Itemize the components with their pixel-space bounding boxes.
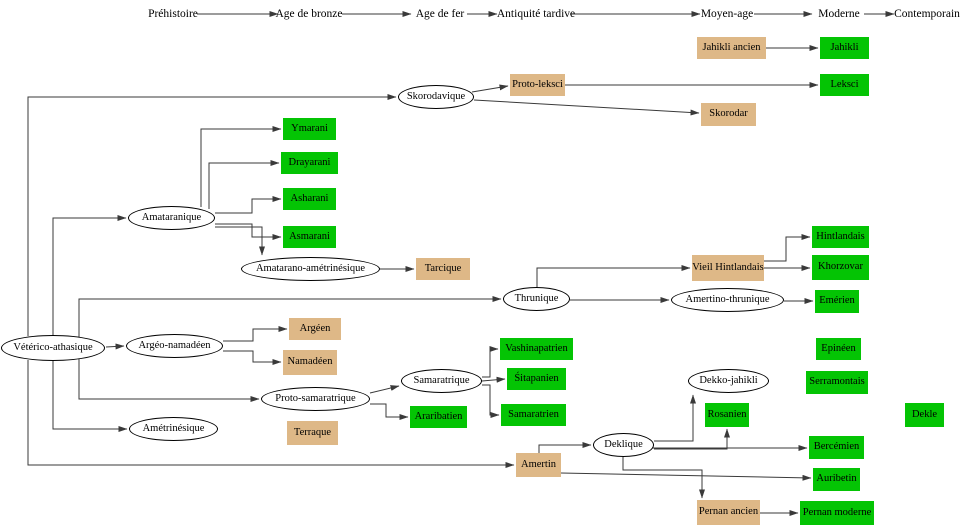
node-tarcique: Tarcique — [416, 258, 470, 280]
node-ymarani: Ymarani — [283, 118, 336, 140]
node-jahikli: Jahikli — [820, 37, 869, 59]
node-argeen: Argéen — [289, 318, 341, 340]
era-label-3: Antiquité tardive — [496, 8, 576, 20]
node-asharani: Asharani — [283, 188, 336, 210]
edge-amataranique-to-drayarani — [208, 160, 280, 209]
node-skorodar: Skorodar — [701, 103, 756, 126]
edge-deklique-to-dekko-jahikli — [654, 394, 696, 442]
node-araribatien: Araribatien — [410, 406, 467, 428]
node-vashinapatrien: Vashinapatrien — [500, 338, 573, 360]
node-pernan-moderne: Pernan moderne — [800, 501, 874, 525]
edge-amataranique-to-asmarani — [215, 223, 282, 240]
era-label-0: Préhistoire — [148, 8, 198, 20]
node-samaratrique: Samaratrique — [401, 369, 482, 393]
edge-deklique-to-rosanien — [654, 428, 730, 450]
node-leksci: Leksci — [820, 74, 869, 96]
node-drayarani: Drayarani — [281, 152, 338, 174]
node-veterico-athasique: Vétérico-athasique — [1, 335, 105, 361]
edge-amataranique-to-amatarano-ametrinesique — [215, 226, 265, 256]
node-rosanien: Rosanien — [705, 403, 749, 427]
node-skorodavique: Skorodavique — [398, 85, 474, 109]
node-deklique: Deklique — [593, 433, 654, 457]
era-label-4: Moyen-age — [700, 8, 754, 20]
edge-vieil-hintlandais-to-hintlandais — [764, 234, 811, 262]
node-terraque: Terraque — [287, 421, 338, 445]
era-label-2: Age de fer — [415, 8, 465, 20]
edge-amertin-to-auribetin — [560, 472, 812, 481]
edge-samaratrique-to-vashinapatrien — [482, 346, 499, 378]
node-hintlandais: Hintlandais — [812, 226, 869, 248]
edge-samaratrique-to-samaratrien — [482, 384, 500, 418]
edge-veterico-athasique-to-amertin — [27, 360, 515, 468]
era-label-6: Contemporain — [894, 8, 960, 20]
edge-skorodavique-to-proto-leksci — [471, 84, 509, 93]
edge-samaratrique-to-sitapanien — [481, 376, 506, 383]
era-label-1: Age de bronze — [275, 8, 343, 20]
edge-veterico-athasique-to-ametrinesique — [52, 359, 128, 432]
edge-amataranique-to-asharani — [215, 196, 282, 214]
node-auribetin: Auribetin — [813, 468, 860, 491]
edge-veterico-athasique-to-skorodavique — [27, 94, 397, 336]
edge-argeo-namadeen-to-namadeen — [223, 350, 282, 365]
node-proto-leksci: Proto-leksci — [510, 74, 565, 96]
node-namadeen: Namadéen — [283, 350, 337, 375]
node-ametrinesique: Amétrinésique — [129, 417, 218, 441]
node-bercemien: Bercémien — [809, 436, 864, 459]
node-dekko-jahikli: Dekko-jahikli — [688, 369, 769, 393]
edge-skorodavique-to-skorodar — [473, 99, 700, 116]
node-amataranique: Amataranique — [128, 206, 215, 230]
edge-argeo-namadeen-to-argeen — [223, 326, 288, 342]
node-amatarano-ametrinesique: Amatarano-amétrinésique — [241, 257, 380, 281]
node-serramontais: Serramontais — [806, 371, 868, 394]
edge-veterico-athasique-to-proto-samaratrique — [78, 357, 260, 402]
node-emerien: Emérien — [815, 290, 859, 313]
node-pernan-ancien: Pernan ancien — [697, 500, 760, 525]
era-label-5: Moderne — [818, 8, 860, 20]
node-proto-samaratrique: Proto-samaratrique — [261, 387, 370, 411]
node-samaratrien: Samaratrien — [501, 404, 566, 426]
node-thrunique: Thrunique — [503, 287, 570, 311]
edge-veterico-athasique-to-argeo-namadeen — [105, 343, 125, 350]
edge-thrunique-to-vieil-hintlandais — [536, 265, 691, 287]
node-argeo-namadeen: Argéo-namadéen — [126, 334, 223, 358]
node-jahikli-ancien: Jahikli ancien — [697, 37, 766, 59]
node-amertino-thrunique: Amertino-thrunique — [671, 288, 784, 312]
node-sitapanien: Śitapanien — [507, 368, 566, 390]
edge-amataranique-to-ymarani — [200, 126, 282, 207]
node-asmarani: Asmarani — [283, 226, 336, 248]
edge-proto-samaratrique-to-araribatien — [370, 403, 409, 420]
edge-veterico-athasique-to-amataranique — [52, 215, 127, 337]
edge-proto-samaratrique-to-samaratrique — [369, 385, 400, 394]
edge-veterico-athasique-to-thrunique — [78, 296, 502, 339]
node-khorzovar: Khorzovar — [812, 255, 869, 280]
node-vieil-hintlandais: Vieil Hintlandais — [692, 255, 764, 281]
edge-amertin-to-deklique — [538, 442, 592, 453]
edge-deklique-to-pernan-ancien — [622, 457, 705, 499]
node-dekle: Dekle — [905, 403, 944, 427]
node-amertin: Amertin — [516, 453, 561, 477]
node-epineen: Epinéen — [816, 338, 861, 360]
